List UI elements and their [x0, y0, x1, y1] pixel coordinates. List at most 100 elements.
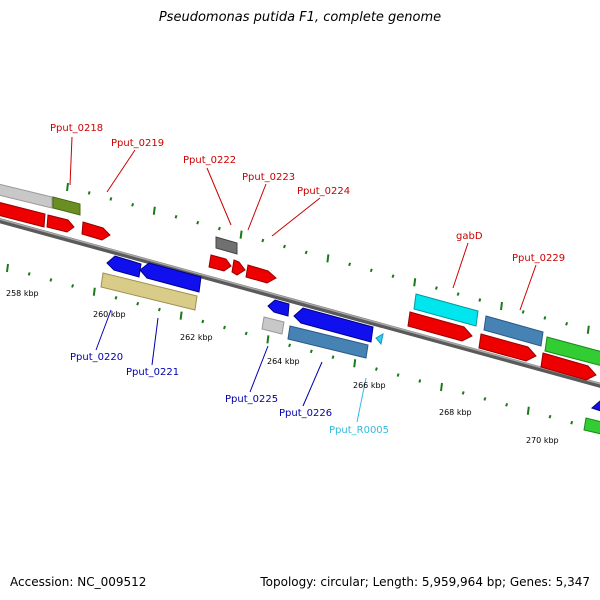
tick-label: 264 kbp — [267, 357, 300, 366]
major-tick — [6, 263, 9, 273]
minor-tick — [369, 268, 373, 273]
gene-pput-r0005-rna[interactable] — [375, 333, 384, 346]
gene-pput-0221-feature[interactable] — [100, 272, 198, 311]
tick-label: 268 kbp — [439, 408, 472, 417]
gene-pput-0218-cds-red[interactable] — [0, 200, 46, 228]
gene-pput-0225-feature[interactable] — [261, 316, 285, 335]
minor-tick — [223, 325, 226, 330]
major-tick — [152, 206, 156, 215]
minor-tick — [136, 301, 140, 306]
map-title: Pseudomonas putida F1, complete genome — [158, 10, 442, 25]
minor-tick — [483, 397, 487, 401]
minor-tick — [391, 274, 395, 279]
major-tick — [413, 278, 417, 287]
major-tick — [239, 230, 243, 239]
gene-right-edge-cds[interactable] — [591, 400, 600, 414]
gene-pput-0226-feature[interactable] — [287, 325, 369, 359]
genome-summary-text: Topology: circular; Length: 5,959,964 bp… — [260, 575, 590, 589]
minor-tick — [87, 191, 91, 195]
gene-pput-0229-feature[interactable] — [544, 336, 600, 368]
tick-label: 258 kbp — [6, 289, 39, 298]
minor-tick — [434, 286, 438, 290]
minor-tick — [565, 321, 569, 326]
gene-label-pput-0226[interactable]: Pput_0226 — [279, 408, 332, 419]
minor-tick — [548, 414, 552, 419]
gene-pput-0229-cds[interactable] — [540, 352, 597, 381]
gene-label-gabd[interactable]: gabD — [456, 231, 483, 242]
gene-pput-0226-cds[interactable] — [293, 307, 374, 343]
minor-tick — [71, 284, 75, 288]
minor-tick — [288, 343, 292, 348]
minor-tick — [331, 355, 335, 360]
gene-label-pput-0225[interactable]: Pput_0225 — [225, 394, 278, 405]
major-tick — [586, 325, 590, 334]
gene-gabd-cds[interactable] — [407, 311, 473, 342]
gene-label-pput-0229[interactable]: Pput_0229 — [512, 253, 565, 264]
major-tick — [66, 182, 69, 192]
backbone — [0, 218, 600, 388]
scale-labels: 258 kbp 260 kbp 262 kbp 264 kbp 266 kbp … — [6, 289, 559, 445]
minor-tick — [109, 197, 113, 201]
tick-label: 270 kbp — [526, 436, 559, 445]
gene-right-edge-feature[interactable] — [583, 417, 600, 436]
minor-tick — [49, 278, 53, 282]
gene-label-pput-0223[interactable]: Pput_0223 — [242, 172, 295, 183]
gene-pput-0221-cds[interactable] — [139, 262, 202, 293]
gene-label-pput-0219[interactable]: Pput_0219 — [111, 138, 164, 149]
minor-tick — [418, 379, 422, 383]
top-strand-ticks — [66, 182, 590, 334]
gene-pput-0224-cds[interactable] — [245, 264, 277, 284]
major-tick — [179, 311, 183, 320]
minor-tick — [217, 226, 221, 231]
minor-tick — [196, 220, 200, 225]
major-tick — [500, 301, 503, 311]
minor-tick — [348, 262, 352, 267]
major-tick — [440, 382, 443, 392]
gene-pput-0222-feature[interactable] — [215, 236, 238, 255]
minor-tick — [396, 373, 400, 377]
minor-tick — [27, 272, 31, 276]
minor-tick — [456, 292, 460, 296]
gene-pput-0228-cds[interactable] — [478, 333, 537, 362]
gene-pput-0222-cds[interactable] — [208, 254, 232, 272]
major-tick — [353, 359, 357, 368]
minor-tick — [505, 402, 509, 407]
gene-label-pput-0220[interactable]: Pput_0220 — [70, 352, 123, 363]
gene-label-pput-0218[interactable]: Pput_0218 — [50, 123, 103, 134]
minor-tick — [157, 307, 161, 312]
minor-tick — [521, 310, 525, 314]
major-tick — [526, 406, 530, 415]
minor-tick — [309, 349, 313, 354]
gene-label-pput-r0005[interactable]: Pput_R0005 — [329, 425, 389, 436]
forward-genes — [0, 182, 600, 381]
major-tick — [326, 254, 330, 263]
gene-labels: Pput_0218 Pput_0219 Pput_0222 Pput_0223 … — [50, 123, 565, 436]
tick-label: 262 kbp — [180, 333, 213, 342]
gene-pput-0225-cds[interactable] — [267, 299, 290, 317]
gene-pput-0223-cds[interactable] — [231, 259, 246, 276]
minor-tick — [114, 295, 118, 300]
minor-tick — [304, 250, 308, 255]
bottom-strand-ticks — [6, 263, 595, 431]
gene-pput-0228-feature[interactable] — [483, 315, 544, 347]
minor-tick — [283, 244, 286, 249]
major-tick — [266, 335, 270, 344]
reverse-genes — [100, 255, 600, 436]
minor-tick — [131, 202, 135, 207]
major-tick — [92, 287, 96, 296]
minor-tick — [374, 367, 378, 371]
minor-tick — [461, 391, 465, 395]
gene-label-pput-0222[interactable]: Pput_0222 — [183, 155, 236, 166]
gene-pput-0218-feature[interactable] — [0, 182, 53, 209]
gene-label-pput-0221[interactable]: Pput_0221 — [126, 367, 179, 378]
gene-pput-0219b-cds[interactable] — [81, 221, 111, 241]
minor-tick — [570, 420, 574, 425]
gene-gabd-feature[interactable] — [413, 293, 479, 327]
tick-label: 260 kbp — [93, 310, 126, 319]
gene-label-pput-0224[interactable]: Pput_0224 — [297, 186, 350, 197]
gene-pput-0218-cds[interactable] — [52, 196, 81, 216]
gene-pput-0219-cds[interactable] — [46, 214, 75, 233]
tick-label: 266 kbp — [353, 381, 386, 390]
